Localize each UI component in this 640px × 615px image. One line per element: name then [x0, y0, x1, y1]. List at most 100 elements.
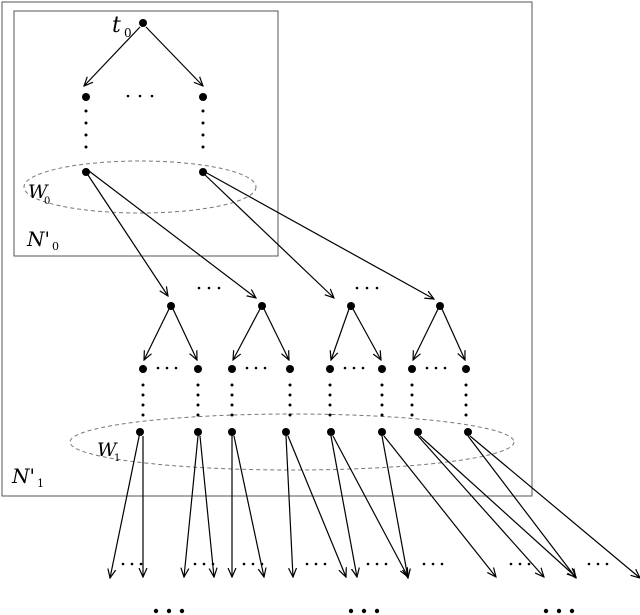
horizontal-dot: [366, 562, 370, 566]
vertical-dot: [328, 403, 332, 407]
tree-node: [136, 428, 144, 436]
horizontal-dot: [139, 562, 143, 566]
svg-text:0: 0: [124, 26, 132, 40]
vertical-dot: [84, 133, 88, 137]
edge-arrow: [172, 308, 197, 360]
edge-arrow: [383, 435, 496, 577]
vertical-dot: [196, 383, 200, 387]
tree-node: [378, 428, 386, 436]
label-n0: N' 0: [26, 227, 59, 253]
tree-node: [194, 365, 202, 373]
tree-node: [139, 19, 147, 27]
vertical-dot: [141, 383, 145, 387]
vertical-dot: [464, 393, 468, 397]
horizontal-dot: [165, 366, 169, 370]
tree-node: [436, 302, 444, 310]
vertical-dot: [201, 145, 205, 149]
vertical-dot: [196, 413, 200, 417]
edge-arrow: [352, 308, 381, 360]
tree-node: [139, 365, 147, 373]
horizontal-dot: [440, 562, 444, 566]
vertical-dot: [201, 109, 205, 113]
horizontal-dot: [156, 366, 160, 370]
horizontal-dot: [305, 562, 309, 566]
edge-arrow: [417, 435, 544, 577]
tree-node: [378, 365, 386, 373]
vertical-dot: [288, 393, 292, 397]
horizontal-dot: [193, 562, 197, 566]
edge-arrow: [88, 170, 256, 298]
tree-node: [199, 93, 207, 101]
horizontal-dot: [509, 562, 513, 566]
tree-node: [228, 428, 236, 436]
vertical-dot: [230, 383, 234, 387]
svg-text:1: 1: [114, 453, 120, 464]
svg-text:t: t: [112, 13, 121, 38]
tree-node: [82, 93, 90, 101]
horizontal-dot: [374, 608, 380, 614]
horizontal-dot: [384, 562, 388, 566]
tree-node: [82, 168, 90, 176]
label-t0: t 0: [112, 13, 132, 40]
w1-ellipse: [69, 413, 515, 471]
horizontal-dot: [217, 286, 221, 290]
edge-arrow: [263, 308, 289, 360]
horizontal-dot: [605, 562, 609, 566]
vertical-dot: [230, 403, 234, 407]
svg-text:1: 1: [37, 477, 44, 490]
tree-node: [326, 365, 334, 373]
horizontal-dot: [556, 608, 562, 614]
tree-node: [347, 302, 355, 310]
horizontal-dot: [202, 562, 206, 566]
edge-arrow: [84, 26, 141, 86]
tree-node: [199, 168, 207, 176]
vertical-dot: [328, 413, 332, 417]
horizontal-dot: [314, 562, 318, 566]
edge-arrow: [419, 435, 576, 577]
svg-text:N': N': [11, 464, 35, 488]
horizontal-dot: [242, 562, 246, 566]
tree-node: [194, 428, 202, 436]
vertical-dot: [141, 413, 145, 417]
vertical-dot: [410, 393, 414, 397]
vertical-dot: [464, 403, 468, 407]
horizontal-dot: [343, 366, 347, 370]
edge-arrow: [204, 171, 434, 299]
edge-arrow: [287, 435, 346, 577]
label-w1: W 1: [97, 439, 120, 464]
edge-arrow: [285, 435, 293, 577]
horizontal-dot: [375, 562, 379, 566]
svg-text:N': N': [26, 227, 50, 251]
tree-node: [167, 302, 175, 310]
horizontal-dot: [434, 366, 438, 370]
edge-arrow: [381, 435, 408, 578]
vertical-dot: [380, 413, 384, 417]
horizontal-dot: [361, 366, 365, 370]
horizontal-dot: [361, 608, 367, 614]
horizontal-dot: [150, 94, 154, 98]
horizontal-dot: [254, 366, 258, 370]
horizontal-dot: [569, 608, 575, 614]
horizontal-dot: [207, 286, 211, 290]
horizontal-dot: [587, 562, 591, 566]
tree-node: [408, 365, 416, 373]
vertical-dot: [201, 121, 205, 125]
svg-text:0: 0: [44, 196, 50, 207]
svg-text:0: 0: [52, 240, 59, 253]
label-n1: N' 1: [11, 464, 44, 490]
edge-arrow: [184, 435, 199, 577]
horizontal-dot: [263, 366, 267, 370]
edge-arrow: [413, 308, 439, 360]
inner-box-n0: [13, 10, 279, 257]
horizontal-dot: [355, 286, 359, 290]
vertical-ellipses: [84, 109, 468, 417]
vertical-dot: [84, 145, 88, 149]
horizontal-dot: [130, 562, 134, 566]
vertical-dot: [196, 393, 200, 397]
vertical-dot: [288, 413, 292, 417]
horizontal-dot: [138, 94, 142, 98]
horizontal-dot: [251, 562, 255, 566]
edge-arrow: [199, 435, 214, 577]
edge-arrow: [145, 26, 203, 86]
